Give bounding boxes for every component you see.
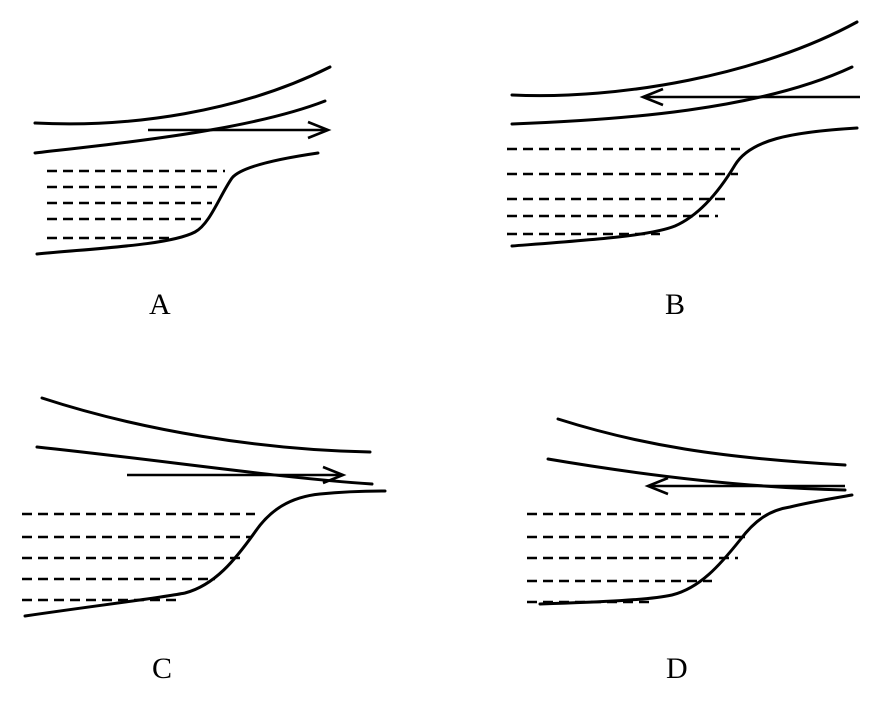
panel-b: B: [507, 20, 860, 321]
middle-boundary-line: [33, 99, 327, 155]
flow-arrow-right: [127, 465, 347, 485]
flow-arrow-right: [148, 120, 332, 140]
upper-boundary-line: [556, 417, 847, 467]
flow-arrow-left: [639, 87, 860, 107]
water-dashes: [527, 512, 762, 604]
panel-label-c: C: [152, 652, 172, 685]
panel-label-d: D: [666, 652, 688, 685]
panel-a: A: [33, 65, 332, 321]
upper-boundary-line: [510, 20, 859, 98]
lower-boundary-curve: [23, 489, 387, 618]
lower-boundary-curve: [538, 493, 854, 606]
panel-label-a: A: [149, 288, 171, 321]
middle-boundary-line: [35, 445, 374, 486]
upper-boundary-line: [33, 65, 332, 126]
lower-boundary-curve: [35, 151, 320, 256]
panel-label-b: B: [665, 288, 685, 321]
middle-boundary-line: [510, 65, 854, 126]
panel-c: C: [22, 396, 387, 685]
water-dashes: [22, 512, 255, 602]
panel-d: D: [527, 417, 854, 685]
lower-boundary-curve: [510, 126, 859, 248]
middle-boundary-line: [546, 457, 847, 492]
water-dashes: [507, 147, 740, 236]
flow-arrow-left: [644, 476, 845, 496]
water-dashes: [47, 169, 225, 240]
upper-boundary-line: [40, 396, 372, 454]
